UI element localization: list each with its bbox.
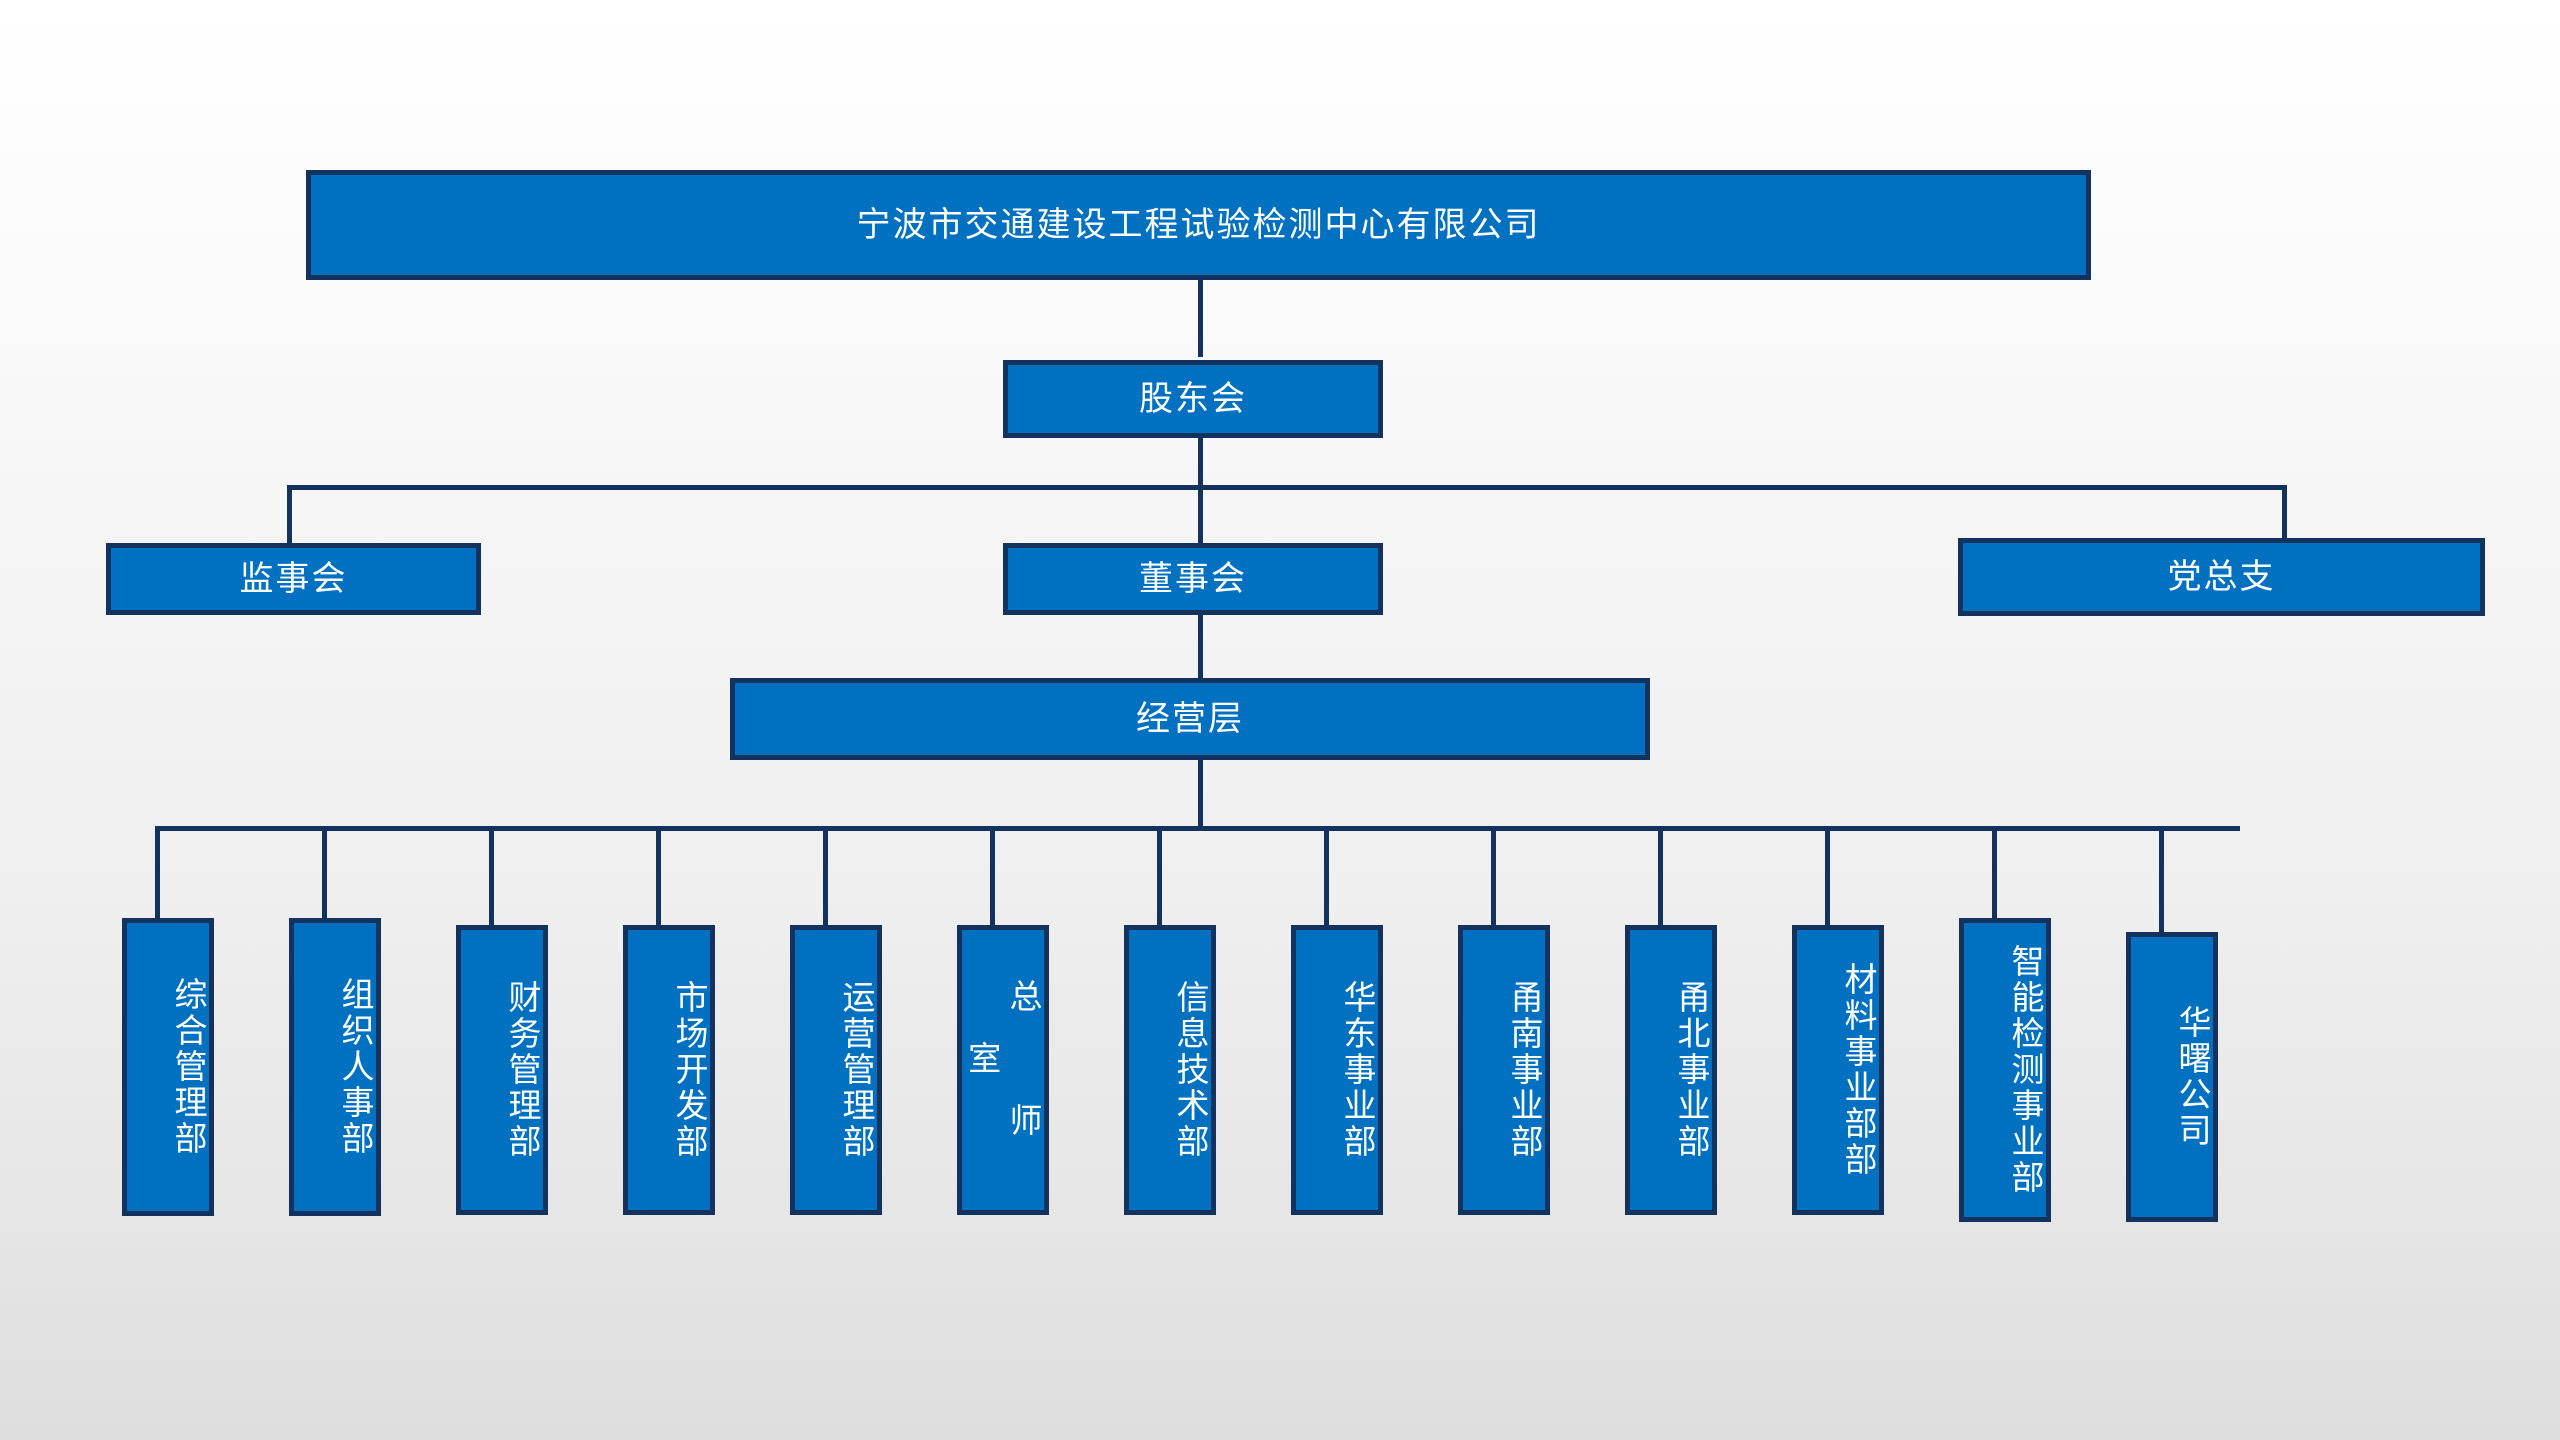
node-department-east-china-division[interactable]: 华东事业部 (1291, 925, 1383, 1215)
node-department-label: 材料事业部部 (1839, 962, 1878, 1178)
connector-dept-drop-10 (1658, 826, 1663, 926)
node-department-label: 总 师 室 (962, 978, 1043, 1162)
node-department-label: 综合管理部 (169, 977, 208, 1157)
node-department-label: 财务管理部 (503, 980, 542, 1160)
connector-level3-bus (287, 485, 2287, 490)
node-shareholders[interactable]: 股东会 (1003, 360, 1383, 438)
connector-bus-to-supervisors (287, 485, 292, 545)
connector-bus-to-directors (1198, 485, 1203, 545)
node-department-label: 甬南事业部 (1505, 980, 1544, 1160)
connector-departments-bus (155, 826, 2240, 831)
node-department-label: 组织人事部 (336, 977, 375, 1157)
connector-dept-drop-3 (489, 826, 494, 926)
node-department-hr[interactable]: 组织人事部 (289, 918, 381, 1216)
node-department-general-admin[interactable]: 综合管理部 (122, 918, 214, 1216)
node-department-smart-inspection-division[interactable]: 智能检测事业部 (1959, 918, 2051, 1222)
node-department-label: 运营管理部 (837, 980, 876, 1160)
connector-dept-drop-2 (322, 826, 327, 919)
connector-dept-drop-11 (1825, 826, 1830, 926)
connector-shareholders-down (1198, 437, 1203, 487)
node-department-label: 智能检测事业部 (2006, 944, 2045, 1196)
node-department-chief-engineer-office[interactable]: 总 师 室 (957, 925, 1049, 1215)
node-supervisors-label: 监事会 (239, 558, 348, 599)
connector-dept-drop-12 (1992, 826, 1997, 919)
connector-dept-drop-1 (155, 826, 160, 919)
node-department-label: 甬北事业部 (1672, 980, 1711, 1160)
node-company-label: 宁波市交通建设工程试验检测中心有限公司 (856, 204, 1541, 245)
connector-company-to-shareholders (1198, 277, 1203, 357)
node-department-materials-division[interactable]: 材料事业部部 (1792, 925, 1884, 1215)
node-department-label: 市场开发部 (670, 980, 709, 1160)
node-company[interactable]: 宁波市交通建设工程试验检测中心有限公司 (306, 170, 2091, 280)
node-department-information-technology[interactable]: 信息技术部 (1124, 925, 1216, 1215)
node-department-yongbei-division[interactable]: 甬北事业部 (1625, 925, 1717, 1215)
connector-dept-drop-8 (1324, 826, 1329, 926)
node-department-finance[interactable]: 财务管理部 (456, 925, 548, 1215)
node-department-operations[interactable]: 运营管理部 (790, 925, 882, 1215)
node-department-label: 信息技术部 (1171, 980, 1210, 1160)
node-directors[interactable]: 董事会 (1003, 543, 1383, 615)
connector-bus-to-party (2282, 485, 2287, 545)
connector-dept-drop-4 (656, 826, 661, 926)
node-supervisors[interactable]: 监事会 (106, 543, 481, 615)
node-management[interactable]: 经营层 (730, 678, 1650, 760)
node-management-label: 经营层 (1136, 698, 1244, 739)
node-department-label: 华东事业部 (1338, 980, 1377, 1160)
node-directors-label: 董事会 (1139, 558, 1247, 599)
node-department-market-development[interactable]: 市场开发部 (623, 925, 715, 1215)
connector-dept-drop-6 (990, 826, 995, 926)
node-party-branch-label: 党总支 (2167, 556, 2276, 597)
node-shareholders-label: 股东会 (1139, 378, 1247, 419)
connector-dept-drop-9 (1491, 826, 1496, 926)
node-party-branch[interactable]: 党总支 (1958, 538, 2485, 616)
connector-dept-drop-13 (2159, 826, 2164, 933)
connector-dept-drop-7 (1157, 826, 1162, 926)
node-department-yongnan-division[interactable]: 甬南事业部 (1458, 925, 1550, 1215)
connector-management-down (1198, 758, 1203, 828)
connector-dept-drop-5 (823, 826, 828, 926)
node-department-label: 华曙公司 (2173, 1005, 2212, 1149)
node-department-huashu-company[interactable]: 华曙公司 (2126, 932, 2218, 1222)
connector-directors-to-management (1198, 613, 1203, 678)
